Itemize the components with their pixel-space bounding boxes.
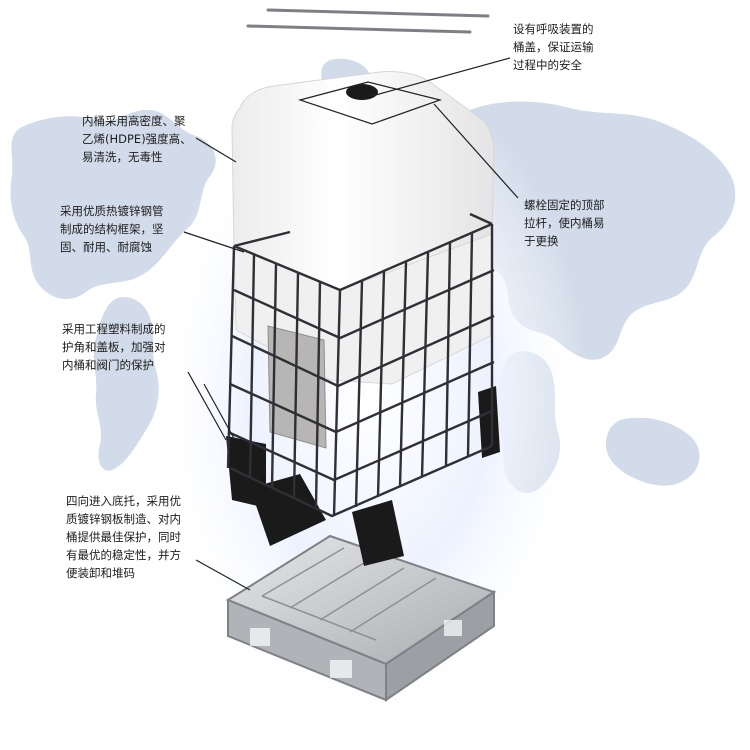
callout-inner-tank: 内桶采用高密度、聚 乙烯(HDPE)强度高、 易清洗，无毒性 bbox=[82, 114, 192, 164]
top-tie-rods bbox=[246, 8, 490, 34]
callout-pallet: 四向进入底托，采用优 质镀锌钢板制造、对内 桶提供最佳保护，同时 有最优的稳定性… bbox=[66, 494, 181, 580]
callout-bolted-rods: 螺栓固定的顶部 拉杆，使内桶易 于更换 bbox=[524, 198, 605, 248]
pallet-base bbox=[225, 534, 497, 702]
lid-highlight-box bbox=[297, 81, 443, 125]
leader-lines bbox=[183, 57, 519, 591]
callout-breathing-lid: 设有呼吸装置的 桶盖，保证运输 过程中的安全 bbox=[513, 22, 594, 72]
callout-plastic-guards: 采用工程塑料制成的 护角和盖板，加强对 内桶和阀门的保护 bbox=[62, 322, 166, 372]
steel-cage bbox=[226, 212, 495, 518]
plastic-guards bbox=[226, 386, 500, 566]
callout-steel-frame: 采用优质热镀锌钢管 制成的结构框架，坚 固、耐用、耐腐蚀 bbox=[60, 204, 164, 254]
